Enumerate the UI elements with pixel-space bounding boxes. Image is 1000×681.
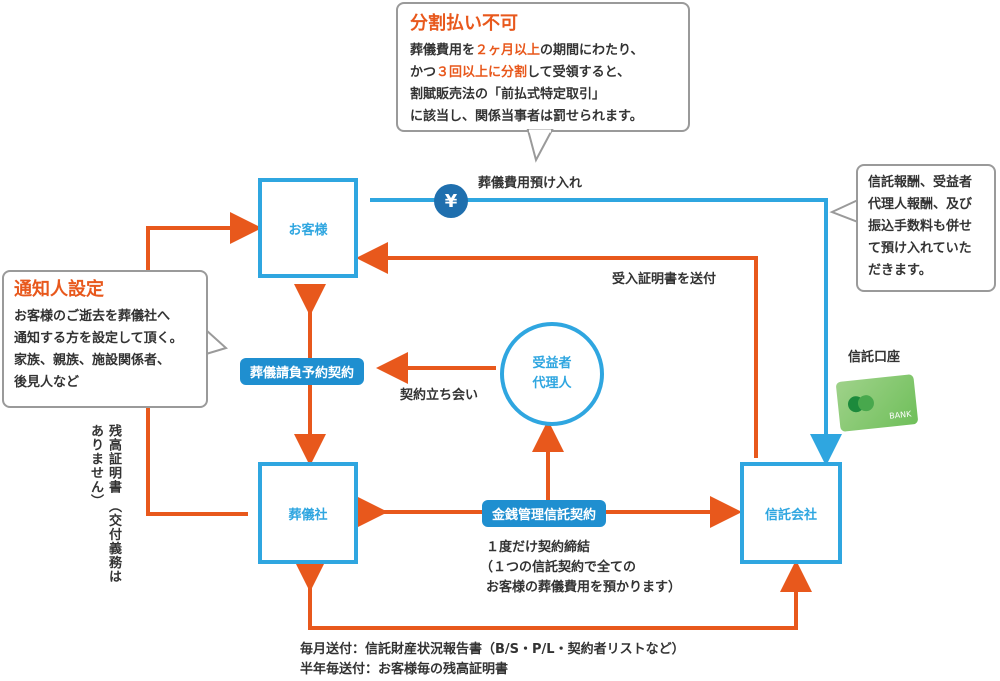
fees-line-3: 振込手数料も併せ <box>868 219 973 234</box>
yen-icon: ¥ <box>434 184 468 218</box>
fees-line-5: だきます。 <box>868 263 932 278</box>
fees-line-1: 信託報酬、受益者 <box>868 175 973 190</box>
fees-line-4: て預け入れていた <box>868 241 972 256</box>
monthly-label: 毎月送付：信託財産状況報告書（B/S・P/L・契約者リストなど） <box>300 642 685 657</box>
beneficiary-label-2: 代理人 <box>532 376 572 391</box>
deposit-label: 葬儀費用預け入れ <box>478 176 583 191</box>
fees-callout: 信託報酬、受益者 代理人報酬、及び 振込手数料も併せ て預け入れていた だきます… <box>856 164 996 292</box>
installment-line-1: 葬儀費用を２ヶ月以上の期間にわたり、 <box>410 43 644 58</box>
witness-label: 契約立ち会い <box>400 388 479 403</box>
installment-title: 分割払い不可 <box>410 13 518 34</box>
funeral-contract-pill: 葬儀請負予約契約 <box>240 358 365 385</box>
notifier-callout: 通知人設定 お客様のご逝去を葬儀社へ 通知する方を設定して頂く。 家族、親族、施… <box>2 270 208 408</box>
fees-line-2: 代理人報酬、及び <box>868 197 973 212</box>
installment-line-2: かつ３回以上に分割して受領すると、 <box>410 65 631 80</box>
customer-label: お客様 <box>288 222 328 238</box>
funeral-label: 葬儀社 <box>288 507 328 523</box>
money-trust-pill: 金銭管理信託契約 <box>482 500 607 527</box>
deposit-line <box>370 198 842 466</box>
funeral-box: 葬儀社 <box>258 462 358 564</box>
once-label-1: １度だけ契約締結 <box>486 540 591 555</box>
installment-line-3: 割賦販売法の「前払式特定取引」 <box>410 87 606 102</box>
trust-box: 信託会社 <box>740 462 842 564</box>
receipt-line <box>356 242 758 458</box>
notifier-line-4: 後見人など <box>14 375 80 390</box>
installment-line-4: に該当し、関係当事者は罰せられます。 <box>410 109 643 124</box>
trust-label: 信託会社 <box>764 507 817 523</box>
balance-note: （交付義務はありません） <box>88 424 121 584</box>
customer-box: お客様 <box>258 178 358 278</box>
report-line <box>294 560 812 630</box>
balance-vertical-text: 残高証明書 （交付義務はありません） <box>86 424 122 594</box>
balance-title: 残高証明書 <box>106 424 121 494</box>
notifier-line-3: 家族、親族、施設関係者、 <box>14 353 171 368</box>
trust-account-label: 信託口座 <box>848 350 901 365</box>
notifier-line-2: 通知する方を設定して頂く。 <box>14 331 183 346</box>
beneficiary-label-1: 受益者 <box>532 356 572 371</box>
once-label-3: お客様の葬儀費用を預かります） <box>486 580 682 595</box>
once-label-2: （１つの信託契約で全ての <box>480 560 637 575</box>
beneficiary-circle: 受益者 代理人 <box>500 322 604 426</box>
half-year-label: 半年毎送付：お客様毎の残高証明書 <box>300 662 509 677</box>
notifier-title: 通知人設定 <box>14 279 104 300</box>
installment-callout: 分割払い不可 葬儀費用を２ヶ月以上の期間にわたり、 かつ３回以上に分割して受領す… <box>396 2 690 132</box>
notifier-line-1: お客様のご逝去を葬儀社へ <box>14 309 171 324</box>
receipt-label: 受入証明書を送付 <box>612 272 717 287</box>
